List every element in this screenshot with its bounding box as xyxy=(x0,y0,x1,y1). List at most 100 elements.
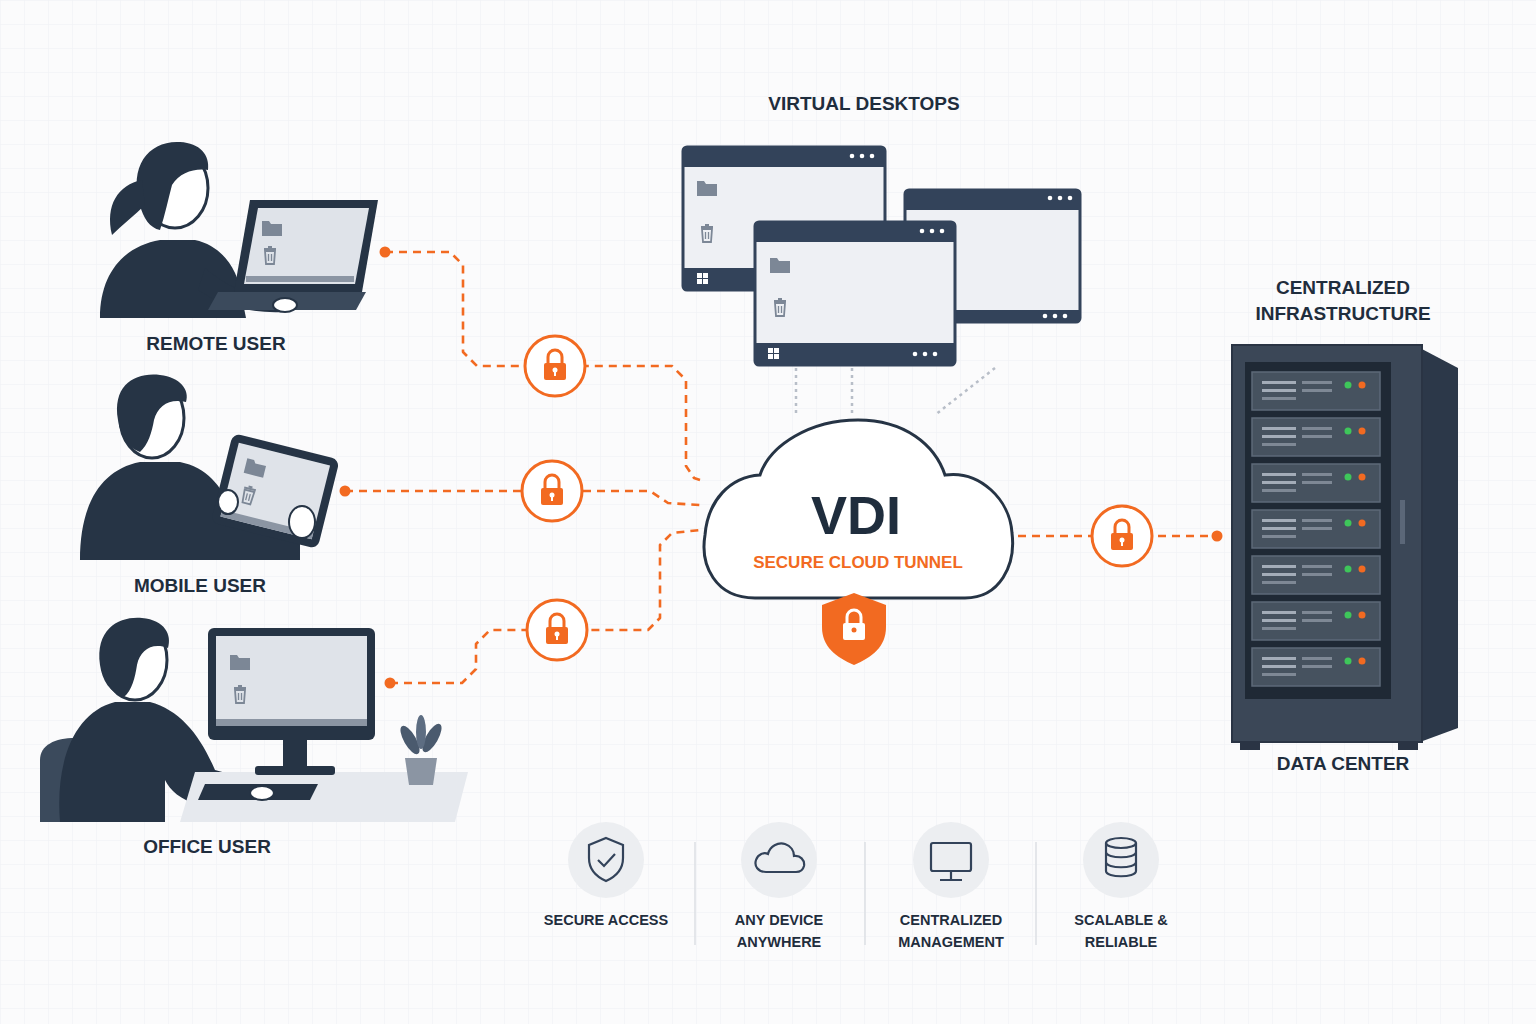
mobile-user-figure xyxy=(117,375,187,452)
shield-lock xyxy=(843,623,865,640)
desktop-computer xyxy=(208,628,375,740)
secure-access-icon xyxy=(589,838,623,881)
feature-divider xyxy=(1035,842,1037,945)
virtual-desktop-window xyxy=(755,343,955,365)
desktop-link xyxy=(851,368,854,415)
cloud-outline xyxy=(704,420,1013,598)
user-node: MOBILE USER xyxy=(80,375,345,600)
virtual-desktop-window xyxy=(920,229,945,234)
desktop-computer xyxy=(250,786,274,800)
lock-badge xyxy=(527,600,587,660)
feature-divider xyxy=(694,842,696,945)
connector-dot xyxy=(380,247,391,258)
lock-badge xyxy=(1092,506,1152,566)
plant xyxy=(416,715,426,749)
desktop-computer xyxy=(230,655,250,670)
virtual-desktop-window xyxy=(768,348,779,359)
lock-badge xyxy=(525,336,585,396)
virtual-desktop-window xyxy=(755,222,955,365)
node-title: CENTRALIZED INFRASTRUCTURE xyxy=(1238,275,1448,327)
management-icon xyxy=(913,822,989,898)
user-node: OFFICE USER xyxy=(35,610,390,860)
feature-label: ANY DEVICE ANYWHERE xyxy=(724,909,834,953)
node-title: VIRTUAL DESKTOPS xyxy=(714,93,1014,115)
database-icon xyxy=(1083,822,1159,898)
lock-badge xyxy=(522,461,582,521)
datacenter-node: CENTRALIZED INFRASTRUCTURE DATA CENTER xyxy=(1217,272,1470,782)
remote-user-figure xyxy=(137,142,209,230)
desktop-computer xyxy=(216,719,367,726)
feature-label: SECURE ACCESS xyxy=(531,909,681,931)
lock-badge xyxy=(1111,520,1133,550)
plant xyxy=(397,715,445,785)
desktop-computer xyxy=(198,784,318,800)
virtual-desktop-window xyxy=(697,273,708,284)
management-icon xyxy=(931,843,971,871)
server-rack xyxy=(1252,372,1380,410)
virtual-desktop-window xyxy=(913,352,938,357)
plant xyxy=(405,758,437,785)
shield-lock xyxy=(852,628,857,633)
server-rack xyxy=(1400,500,1405,544)
laptop-device xyxy=(264,246,276,264)
secure-access-icon xyxy=(598,854,615,866)
tablet-device xyxy=(218,490,238,514)
secure-tunnel-line xyxy=(385,252,700,480)
virtual-desktop-window xyxy=(774,298,786,316)
node-subtitle: DATA CENTER xyxy=(1233,753,1453,775)
feature-label: CENTRALIZED MANAGEMENT xyxy=(886,909,1016,953)
desktop-link xyxy=(935,368,995,415)
lock-badge xyxy=(546,614,568,644)
server-rack xyxy=(1252,602,1380,640)
virtual-desktop-window xyxy=(701,224,713,242)
secure-tunnel-line xyxy=(390,530,700,683)
node-title: VDI xyxy=(746,485,966,545)
lock-badge xyxy=(1092,506,1152,566)
shield-icon xyxy=(822,593,886,665)
desktop-computer xyxy=(216,636,367,726)
tablet-device xyxy=(211,433,340,549)
shield-lock xyxy=(847,610,861,623)
virtual-desktop-window xyxy=(697,181,717,196)
connector-dot xyxy=(385,678,396,689)
tablet-device xyxy=(241,485,257,505)
user-node: REMOTE USER xyxy=(100,140,385,365)
laptop-device xyxy=(273,298,297,312)
virtual-desktop-window xyxy=(770,258,790,273)
virtual-desktop-window xyxy=(755,222,955,242)
office-user-figure xyxy=(99,618,169,697)
virtual-desktop-window xyxy=(850,154,875,159)
server-rack xyxy=(1252,464,1380,502)
lock-badge xyxy=(527,600,587,660)
cloud-node: VDISECURE CLOUD TUNNEL xyxy=(700,415,1018,670)
server-rack xyxy=(1232,345,1458,750)
server-rack xyxy=(1245,362,1391,699)
management-icon xyxy=(940,871,962,880)
lock-badge xyxy=(525,336,585,396)
lock-badge xyxy=(541,475,563,505)
virtual-desktop-window xyxy=(905,190,1080,210)
laptop-device xyxy=(246,276,354,282)
remote-user-figure xyxy=(110,180,145,235)
server-rack xyxy=(1232,345,1422,742)
secure-access-icon xyxy=(568,822,644,898)
laptop-device xyxy=(234,200,378,292)
virtual-desktop-window xyxy=(1043,314,1068,319)
desktop-group: VIRTUAL DESKTOPS xyxy=(680,88,1085,368)
laptop-device xyxy=(208,200,378,312)
any-device-icon xyxy=(741,822,817,898)
any-device-icon xyxy=(755,843,804,872)
server-rack xyxy=(1240,742,1260,750)
virtual-desktop-window xyxy=(755,222,955,365)
management-icon xyxy=(913,822,989,898)
server-rack xyxy=(1252,418,1380,456)
laptop-device xyxy=(262,221,282,236)
node-title: MOBILE USER xyxy=(90,575,310,597)
feature-label: SCALABLE & RELIABLE xyxy=(1066,909,1176,953)
tablet-device xyxy=(220,443,330,539)
connector-dot xyxy=(340,486,351,497)
